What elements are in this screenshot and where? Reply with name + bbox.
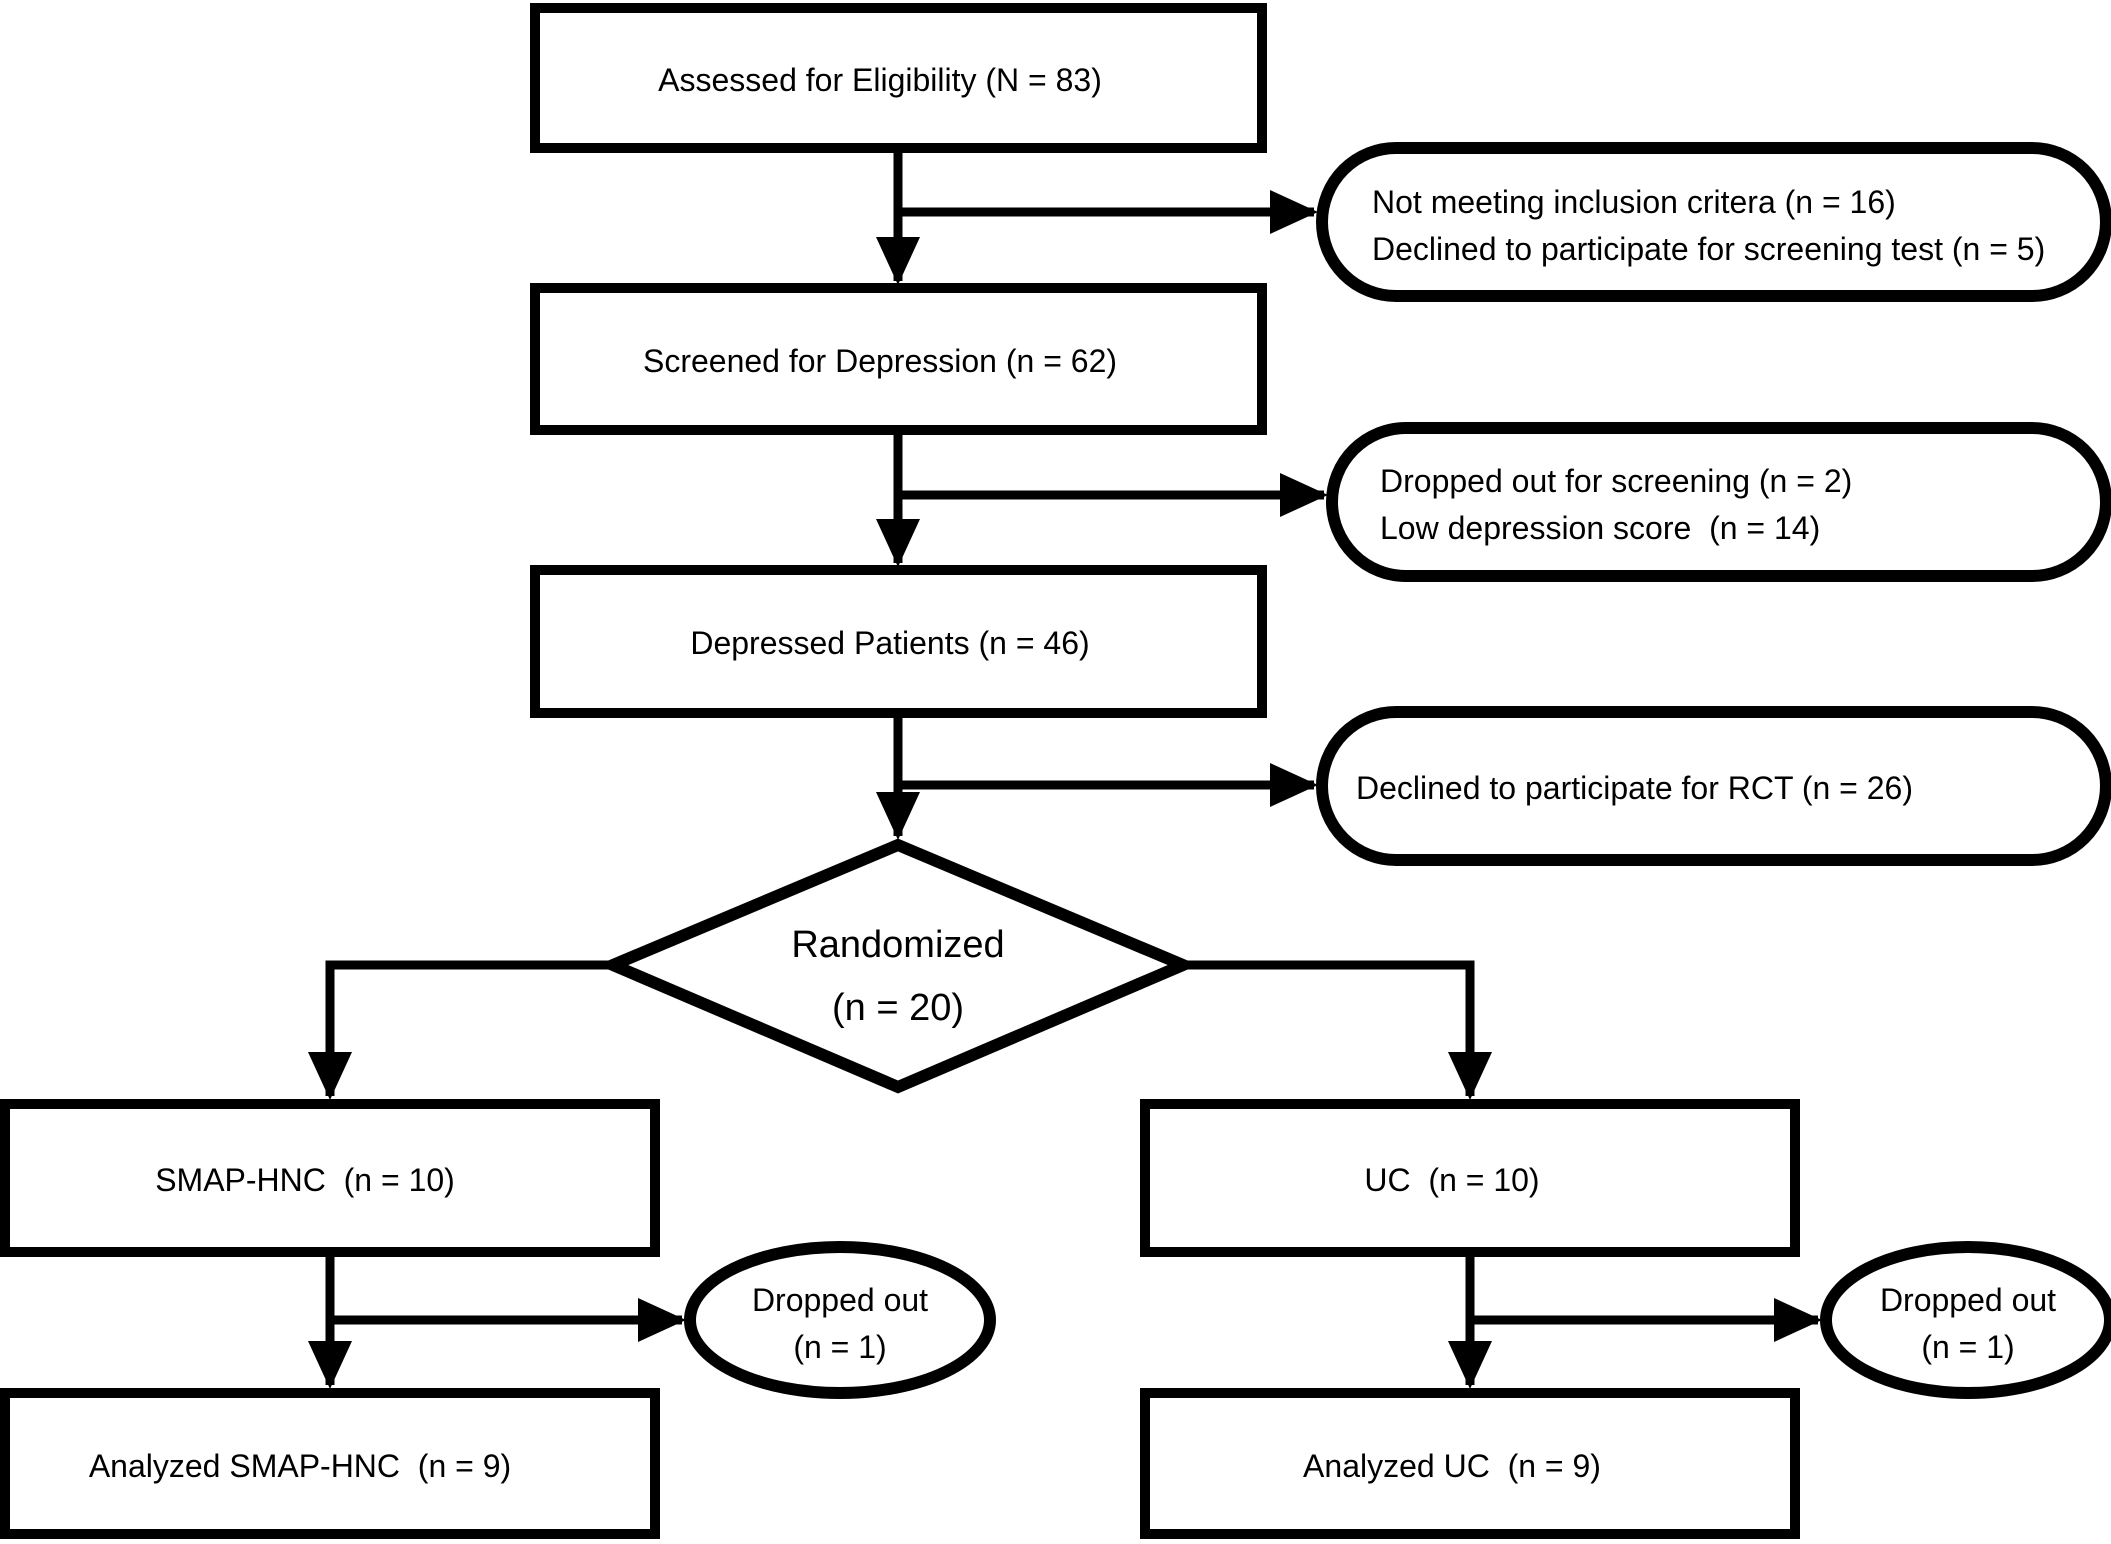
uc-label: UC (n = 10) [1364, 1162, 1539, 1198]
screened-label: Screened for Depression (n = 62) [643, 343, 1117, 379]
screened-box [530, 283, 1267, 435]
analyzed-smap-hnc-box [0, 1388, 660, 1539]
screening-dropout-stadium [1326, 422, 2111, 582]
depressed-label: Depressed Patients (n = 46) [690, 625, 1089, 661]
analyzed-uc-box [1140, 1388, 1800, 1539]
smap-dropped-out-ellipse [684, 1241, 996, 1399]
randomized-diamond [597, 838, 1199, 1094]
node-analyzed-uc: Analyzed UC (n = 9) [1140, 1388, 1800, 1539]
node-uc-dropped-out: Dropped out (n = 1) [1820, 1241, 2111, 1399]
node-smap-dropped-out: Dropped out (n = 1) [684, 1241, 996, 1399]
analyzed-uc-label: Analyzed UC (n = 9) [1303, 1448, 1601, 1484]
node-screening-dropout: Dropped out for screening (n = 2) Low de… [1326, 422, 2111, 582]
screening-dropout-line-2: Low depression score (n = 14) [1380, 510, 1820, 546]
smap-dropped-out-line-1: Dropped out [752, 1282, 928, 1318]
node-rct-declined: Declined to participate for RCT (n = 26) [1316, 706, 2111, 866]
smap-hnc-label: SMAP-HNC (n = 10) [155, 1162, 455, 1198]
uc-box [1140, 1099, 1800, 1257]
screening-dropout-line-1: Dropped out for screening (n = 2) [1380, 463, 1852, 499]
uc-dropped-out-ellipse [1820, 1241, 2111, 1399]
edge-randomized-to-uc [1183, 960, 1492, 1100]
node-smap-hnc: SMAP-HNC (n = 10) [0, 1099, 660, 1257]
analyzed-smap-hnc-label: Analyzed SMAP-HNC (n = 9) [89, 1448, 511, 1484]
rct-declined-stadium [1316, 706, 2111, 866]
edges [308, 148, 1822, 1389]
assessed-label: Assessed for Eligibility (N = 83) [658, 62, 1102, 98]
node-assessed: Assessed for Eligibility (N = 83) [530, 3, 1267, 153]
uc-dropped-out-line-2: (n = 1) [1921, 1329, 2014, 1365]
node-uc: UC (n = 10) [1140, 1099, 1800, 1257]
not-meeting-stadium [1316, 142, 2111, 302]
smap-hnc-box [0, 1099, 660, 1257]
node-depressed: Depressed Patients (n = 46) [530, 565, 1267, 718]
not-meeting-line-1: Not meeting inclusion critera (n = 16) [1372, 184, 1896, 220]
not-meeting-line-2: Declined to participate for screening te… [1372, 231, 2045, 267]
node-randomized: Randomized (n = 20) [597, 838, 1199, 1094]
smap-dropped-out-line-2: (n = 1) [793, 1329, 886, 1365]
assessed-box [530, 3, 1267, 153]
rct-declined-line-1: Declined to participate for RCT (n = 26) [1356, 770, 1913, 806]
node-screened: Screened for Depression (n = 62) [530, 283, 1267, 435]
node-analyzed-smap-hnc: Analyzed SMAP-HNC (n = 9) [0, 1388, 660, 1539]
uc-dropped-out-line-1: Dropped out [1880, 1282, 2056, 1318]
randomized-line-2: (n = 20) [832, 987, 964, 1029]
randomized-line-1: Randomized [791, 924, 1004, 966]
edge-randomized-to-smap-hnc [308, 960, 618, 1100]
node-not-meeting: Not meeting inclusion critera (n = 16) D… [1316, 142, 2111, 302]
depressed-box [530, 565, 1267, 718]
